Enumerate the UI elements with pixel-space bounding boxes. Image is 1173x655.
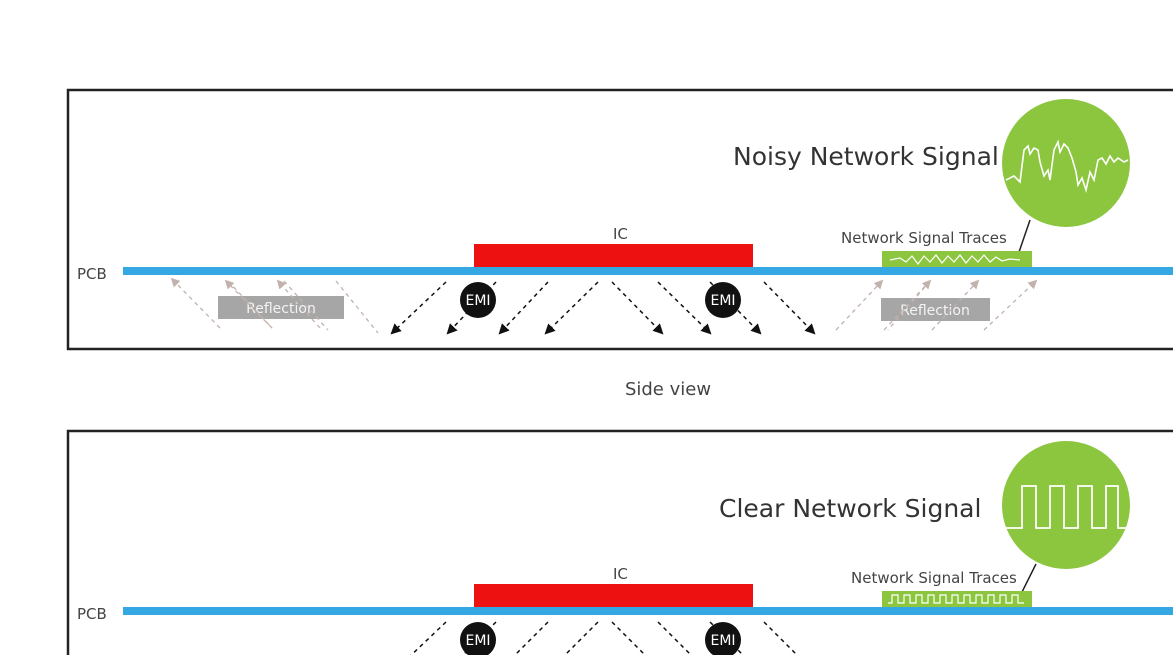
svg-text:Reflection: Reflection <box>246 301 316 317</box>
ic-label: IC <box>613 225 628 243</box>
clear-signal-icon <box>1002 441 1130 569</box>
svg-text:EMI: EMI <box>465 633 490 649</box>
emi-badge-right: EMI <box>705 622 741 655</box>
reflection-arrows-right <box>835 279 1038 331</box>
side-view-caption: Side view <box>625 379 711 400</box>
emi-badge-left: EMI <box>460 622 496 655</box>
ic-chip <box>474 244 753 267</box>
svg-text:EMI: EMI <box>465 293 490 309</box>
bottom-panel: Clear Network Signal PCB IC Network Sign… <box>66 429 1173 655</box>
bottom-panel-frame <box>66 429 1173 655</box>
reflection-right: Reflection <box>881 298 990 321</box>
top-panel-frame <box>66 88 1173 351</box>
pcb-board <box>123 267 1173 275</box>
traces-label: Network Signal Traces <box>841 229 1007 247</box>
clear-traces <box>882 591 1032 607</box>
noisy-traces <box>882 251 1032 267</box>
svg-text:EMI: EMI <box>710 293 735 309</box>
emi-badge-left: EMI <box>460 282 496 318</box>
reflection-left: Reflection <box>218 296 344 319</box>
noisy-signal-title: Noisy Network Signal <box>733 142 999 171</box>
pcb-board <box>123 607 1173 615</box>
top-panel: Noisy Network Signal PCB IC Network Sign… <box>66 88 1173 351</box>
pcb-label: PCB <box>77 265 107 283</box>
emi-arrows-top <box>390 281 816 335</box>
svg-text:Reflection: Reflection <box>900 303 970 319</box>
reflection-arrows-left <box>170 277 379 334</box>
pcb-label: PCB <box>77 605 107 623</box>
emi-badge-right: EMI <box>705 282 741 318</box>
ic-chip <box>474 584 753 607</box>
noisy-signal-icon <box>1002 99 1130 227</box>
traces-label: Network Signal Traces <box>851 569 1017 587</box>
ic-label: IC <box>613 565 628 583</box>
svg-text:EMI: EMI <box>710 633 735 649</box>
clear-signal-title: Clear Network Signal <box>719 494 981 523</box>
